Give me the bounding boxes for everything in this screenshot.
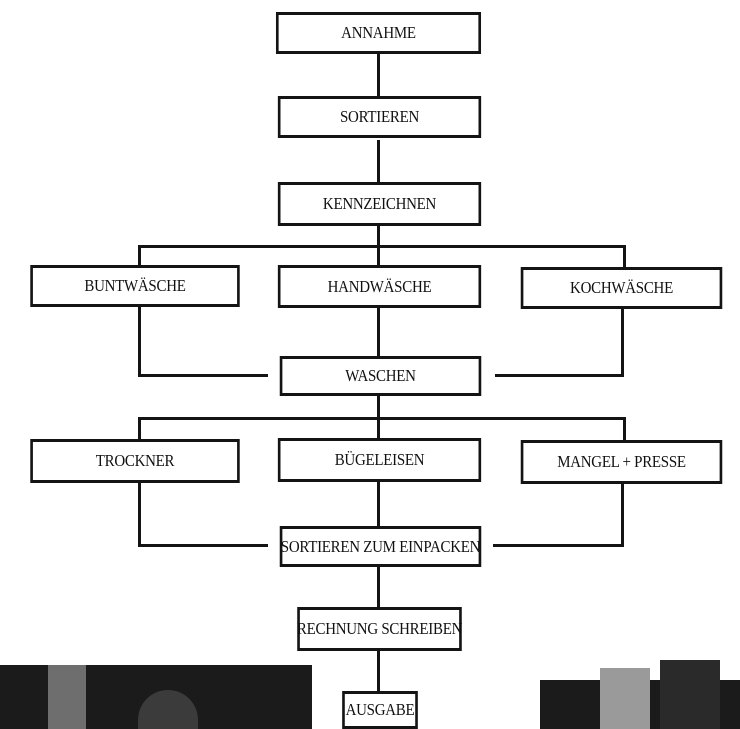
- connector-line: [138, 245, 141, 267]
- connector-line: [138, 374, 268, 377]
- photo-strip: [48, 665, 86, 729]
- photo-strip: [600, 668, 650, 729]
- step-label: HANDWÄSCHE: [327, 276, 432, 296]
- connector-line: [377, 651, 380, 693]
- step-kennzeichnen: KENNZEICHNEN: [277, 182, 482, 226]
- step-trockner: TROCKNER: [30, 439, 240, 483]
- step-label: KOCHWÄSCHE: [570, 278, 673, 297]
- connector-line: [377, 565, 380, 609]
- connector-line: [138, 417, 141, 440]
- step-kochwaesche: KOCHWÄSCHE: [520, 267, 723, 309]
- step-label: ANNAHME: [341, 23, 416, 42]
- connector-line: [623, 417, 626, 440]
- connector-line: [138, 307, 141, 377]
- step-buntwaesche: BUNTWÄSCHE: [30, 265, 240, 307]
- step-label: SORTIEREN ZUM EINPACKEN: [280, 536, 481, 556]
- photo-strip: [660, 660, 720, 729]
- branch-bar: [138, 245, 626, 248]
- connector-line: [138, 544, 268, 547]
- step-label: TROCKNER: [95, 451, 175, 470]
- step-sortieren-zum-einpacken: SORTIEREN ZUM EINPACKEN: [279, 526, 482, 567]
- step-label: KENNZEICHNEN: [322, 194, 437, 213]
- step-label: RECHNUNG SCHREIBEN: [296, 619, 463, 638]
- step-label: MANGEL + PRESSE: [557, 452, 686, 471]
- connector-line: [377, 308, 380, 358]
- step-label: SORTIEREN: [339, 107, 420, 126]
- connector-line: [623, 245, 626, 267]
- step-handwaesche: HANDWÄSCHE: [277, 265, 482, 308]
- branch-bar: [138, 417, 626, 420]
- connector-line: [377, 482, 380, 528]
- step-annahme: ANNAHME: [275, 12, 482, 54]
- connector-line: [138, 483, 141, 547]
- connector-line: [377, 52, 380, 98]
- step-waschen: WASCHEN: [279, 356, 482, 396]
- step-sortieren: SORTIEREN: [277, 96, 482, 138]
- step-label: BÜGELEISEN: [334, 450, 425, 469]
- connector-line: [495, 374, 624, 377]
- step-buegeleisen: BÜGELEISEN: [277, 438, 482, 482]
- connector-line: [621, 309, 624, 377]
- connector-line: [621, 484, 624, 547]
- step-mangel-presse: MANGEL + PRESSE: [520, 440, 723, 484]
- step-label: WASCHEN: [345, 366, 416, 385]
- connector-line: [377, 140, 380, 184]
- connector-line: [493, 544, 624, 547]
- step-ausgabe: AUSGABE: [342, 691, 418, 729]
- step-rechnung-schreiben: RECHNUNG SCHREIBEN: [297, 607, 462, 651]
- step-label: AUSGABE: [345, 700, 415, 719]
- step-label: BUNTWÄSCHE: [84, 276, 186, 295]
